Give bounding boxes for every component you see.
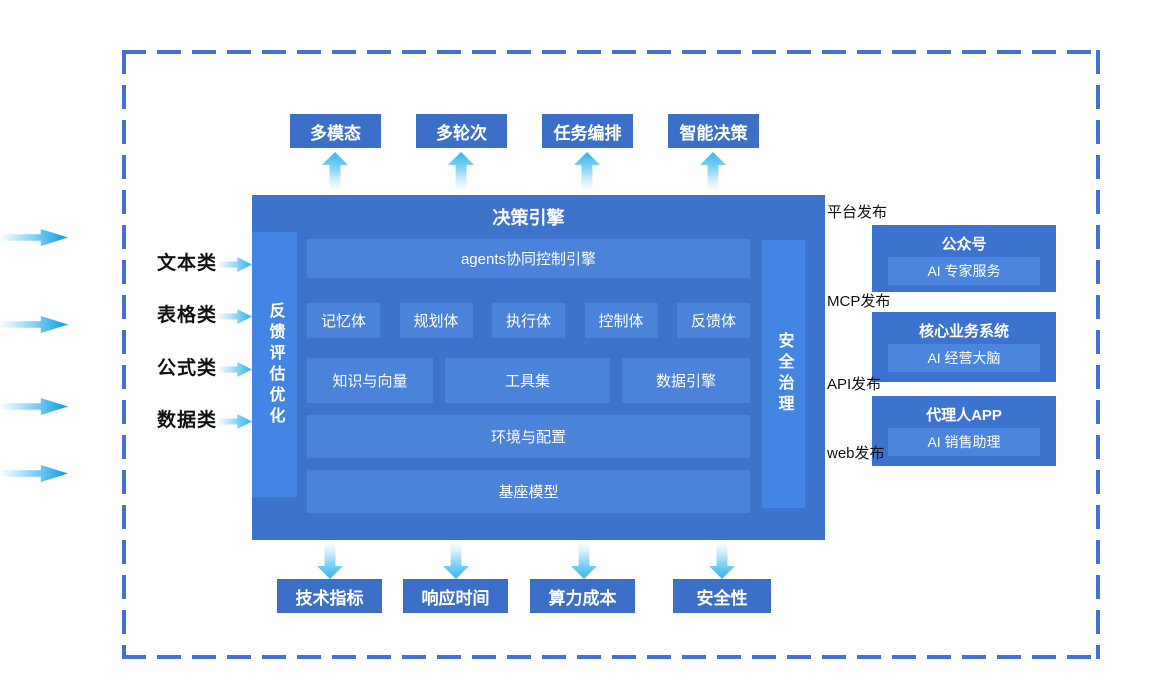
- feedback-evaluation-rail: 反馈评估优化: [252, 232, 297, 497]
- capability-box-2: 任务编排: [542, 114, 633, 148]
- capability-box-1: 多轮次: [416, 114, 507, 148]
- data-engine-box: 数据引擎: [622, 358, 750, 403]
- frame-right-edge: [1096, 50, 1100, 659]
- publish-label-mcp: MCP发布: [827, 293, 891, 310]
- metric-box-1: 响应时间: [403, 579, 508, 613]
- agent-unit-box-2: 执行体: [492, 303, 565, 338]
- output-service-box: AI 专家服务: [888, 257, 1040, 285]
- capability-label: 智能决策: [679, 123, 748, 143]
- agent-units-row: 记忆体 规划体 执行体 控制体 反馈体: [307, 303, 750, 338]
- publish-label-web: web发布: [827, 445, 885, 462]
- agent-unit-box-3: 控制体: [584, 303, 658, 338]
- publish-label-platform: 平台发布: [827, 204, 888, 221]
- security-governance-rail: 安全治理: [762, 240, 805, 508]
- input-label-text: 文本类: [156, 253, 217, 274]
- knowledge-vector-box: 知识与向量: [307, 358, 433, 403]
- metric-box-0: 技术指标: [277, 579, 382, 613]
- capability-label: 多模态: [310, 123, 361, 143]
- rail-label: 反馈评估优化: [266, 301, 284, 428]
- output-box-core-business: 核心业务系统 AI 经营大脑: [872, 312, 1056, 382]
- agent-unit-box-4: 反馈体: [677, 303, 750, 338]
- right-arrow-icon: [0, 465, 68, 482]
- input-label-formula: 公式类: [156, 358, 217, 379]
- output-box-official-account: 公众号 AI 专家服务: [872, 225, 1056, 292]
- metric-box-2: 算力成本: [530, 579, 635, 613]
- publish-label-api: API发布: [827, 376, 882, 393]
- metric-box-3: 安全性: [673, 579, 771, 613]
- right-arrow-icon: [0, 316, 68, 333]
- capability-label: 任务编排: [553, 123, 622, 143]
- panel-title: 决策引擎: [492, 208, 565, 228]
- right-arrow-icon: [0, 229, 68, 246]
- input-label-table: 表格类: [156, 305, 217, 326]
- toolset-box: 工具集: [445, 358, 610, 403]
- rail-label: 安全治理: [775, 332, 793, 416]
- frame-bottom-edge: [122, 655, 1100, 659]
- agent-unit-box-0: 记忆体: [307, 303, 380, 338]
- environment-config-bar: 环境与配置: [307, 415, 750, 458]
- agents-control-engine-bar: agents协同控制引擎: [307, 239, 750, 278]
- right-arrow-icon: [0, 398, 68, 415]
- output-title: 公众号: [941, 236, 987, 253]
- agent-unit-box-1: 规划体: [399, 303, 473, 338]
- input-label-data: 数据类: [156, 410, 217, 431]
- metric-label: 响应时间: [421, 588, 490, 608]
- output-title: 代理人APP: [926, 407, 1002, 424]
- frame-left-edge: [122, 50, 126, 659]
- capability-label: 多轮次: [436, 123, 487, 143]
- metric-label: 安全性: [696, 588, 748, 608]
- output-box-agent-app: 代理人APP AI 销售助理: [872, 396, 1056, 466]
- base-model-bar: 基座模型: [307, 470, 750, 513]
- resource-units-row: 知识与向量 工具集 数据引擎: [307, 358, 750, 403]
- capability-box-0: 多模态: [290, 114, 381, 148]
- decision-engine-panel: 决策引擎 反馈评估优化 安全治理 agents协同控制引擎 记忆体 规划体 执行…: [252, 195, 825, 540]
- capability-box-3: 智能决策: [668, 114, 759, 148]
- metric-label: 技术指标: [295, 588, 364, 608]
- output-service-box: AI 销售助理: [888, 428, 1040, 456]
- output-service-box: AI 经营大脑: [888, 344, 1040, 372]
- dashed-border-frame: [122, 50, 1100, 659]
- frame-top-edge: [122, 50, 1100, 54]
- metric-label: 算力成本: [548, 588, 617, 608]
- output-title: 核心业务系统: [918, 323, 1009, 340]
